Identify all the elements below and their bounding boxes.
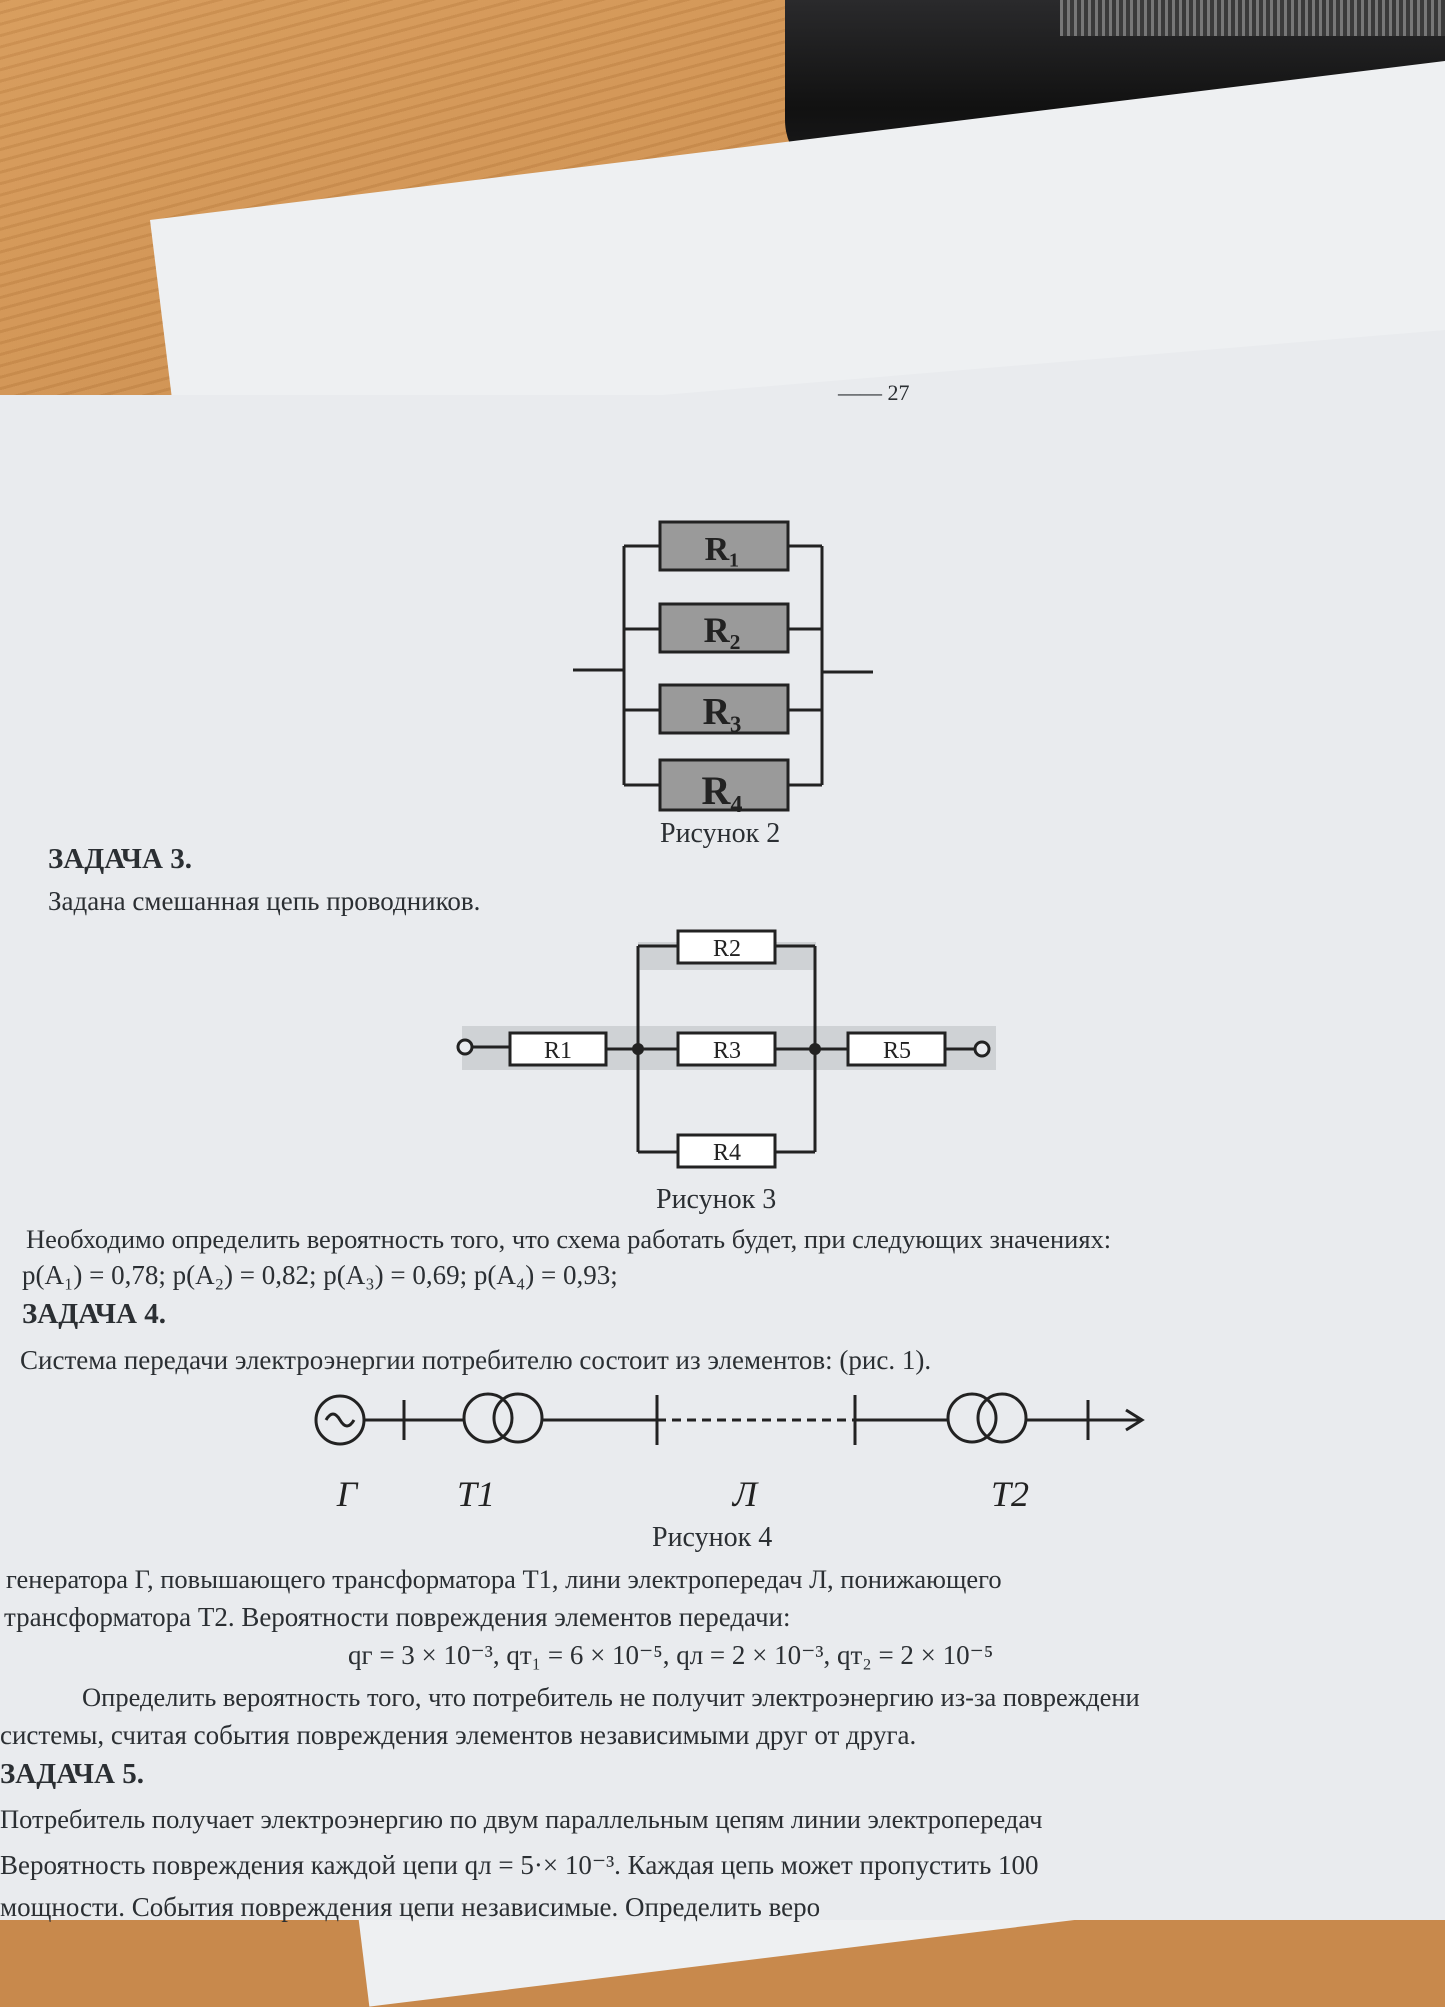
transformer-t1 <box>462 1392 544 1444</box>
fig2-resistor-2 <box>658 602 790 654</box>
task-5-line-3: мощности. События повреждения цепи незав… <box>0 1892 821 1922</box>
task-3-title: ЗАДАЧА 3. <box>48 843 192 875</box>
task-4-line-1: генератора Г, повышающего трансформатора… <box>6 1564 1002 1594</box>
figure-4-caption: Рисунок 4 <box>652 1522 773 1553</box>
task-4-line-2: трансформатора Т2. Вероятности поврежден… <box>4 1602 791 1632</box>
label-generator: Г <box>336 1474 359 1514</box>
fig3-label-r3: R3 <box>713 1038 741 1064</box>
pencil-case-zipper <box>1060 0 1445 36</box>
task-3-question: Необходимо определить вероятность того, … <box>26 1224 1112 1254</box>
fig2-label-r2: R₂ <box>704 610 741 650</box>
fig3-resistor-1 <box>508 1031 608 1067</box>
fig2-label-r4: R₄ <box>702 768 743 813</box>
task-3-values: p(A₁) = 0,78; p(A₂) = 0,82; p(A₃) = 0,69… <box>22 1260 618 1290</box>
fig3-label-r5: R5 <box>883 1038 911 1064</box>
fig3-resistor-4 <box>676 1133 777 1169</box>
label-t2: T2 <box>991 1474 1029 1514</box>
task-4-line-4: системы, считая события повреждения элем… <box>0 1720 917 1750</box>
page-header-fragment: —— 27 <box>838 380 910 405</box>
fig3-resistor-3 <box>676 1031 777 1067</box>
task-4-line-3: Определить вероятность того, что потреби… <box>82 1682 1140 1712</box>
generator-symbol <box>314 1394 366 1446</box>
fig3-label-r4: R4 <box>713 1140 741 1166</box>
fig2-label-r3: R₃ <box>703 691 742 733</box>
task-4-formula: qг = 3 × 10⁻³, qт₁ = 6 × 10⁻⁵, qл = 2 × … <box>348 1640 994 1670</box>
fig3-resistor-2 <box>676 929 777 965</box>
label-t1: T1 <box>457 1474 495 1514</box>
fig3-label-r2: R2 <box>713 936 741 962</box>
task-5-line-2: Вероятность повреждения каждой цепи qл =… <box>0 1850 1039 1880</box>
task-4-title: ЗАДАЧА 4. <box>22 1298 166 1330</box>
figure-3-diagram: R1 R2 R3 R4 R5 <box>456 929 996 1169</box>
label-line: Л <box>732 1474 760 1514</box>
fig2-label-r1: R₁ <box>705 531 740 568</box>
figure-3-caption: Рисунок 3 <box>656 1184 777 1215</box>
fig3-resistor-5 <box>846 1031 947 1067</box>
figure-2-diagram: R₁ R₂ R₃ R₄ <box>573 520 873 813</box>
transformer-t2 <box>946 1392 1028 1444</box>
task-4-intro: Система передачи электроэнергии потребит… <box>20 1345 932 1375</box>
figure-2-caption: Рисунок 2 <box>660 818 781 849</box>
task-3-intro: Задана смешанная цепь проводников. <box>48 886 481 916</box>
figure-4-diagram: Г T1 Л T2 <box>314 1392 1145 1514</box>
task-5-title: ЗАДАЧА 5. <box>0 1758 144 1790</box>
fig2-resistor-1 <box>658 520 790 572</box>
fig3-label-r1: R1 <box>544 1038 572 1064</box>
fig2-resistor-3 <box>658 683 790 735</box>
fig2-resistor-4 <box>658 758 790 812</box>
task-5-line-1: Потребитель получает электроэнергию по д… <box>0 1804 1043 1834</box>
